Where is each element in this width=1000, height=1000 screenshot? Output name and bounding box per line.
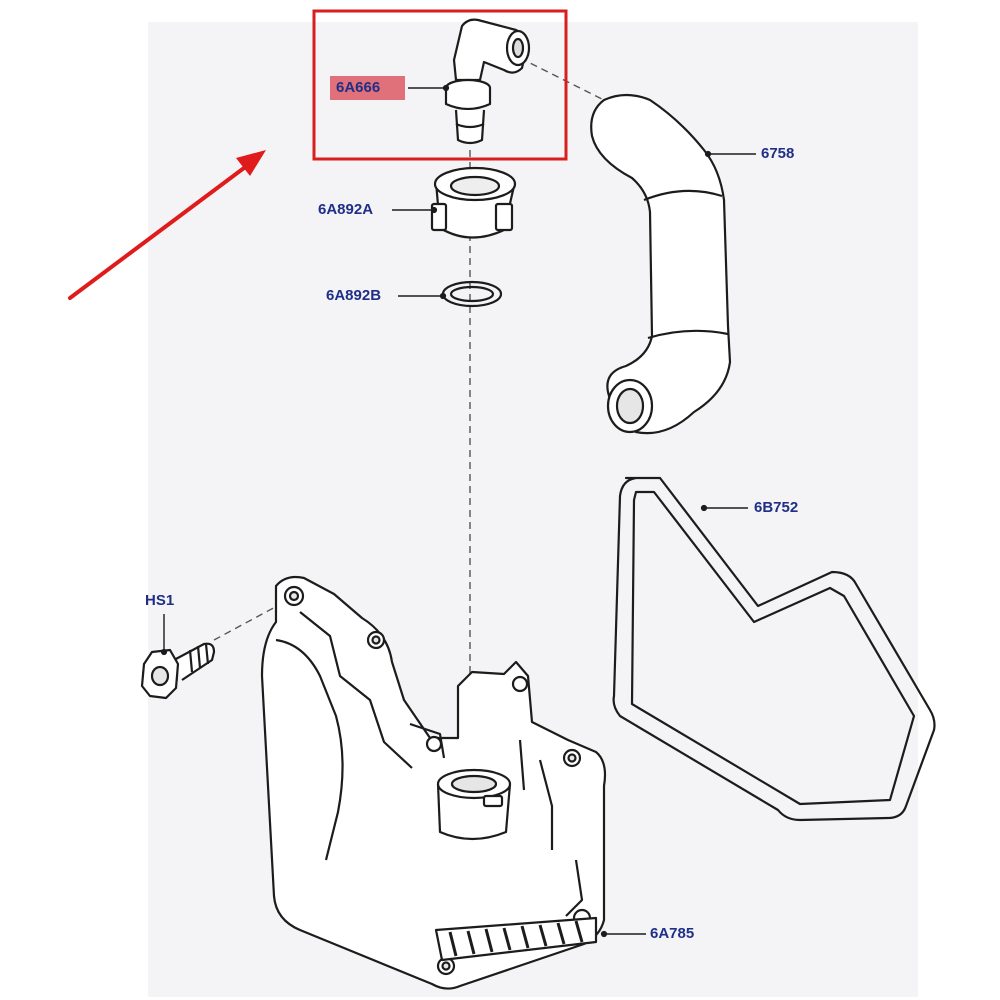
callout-6a785: 6A785	[650, 925, 695, 942]
callout-6a892b: 6A892B	[326, 287, 382, 304]
callout-6758: 6758	[761, 145, 795, 162]
gasket-part[interactable]	[612, 476, 936, 822]
bolt-part[interactable]	[140, 642, 216, 700]
pcv-valve-part[interactable]	[444, 18, 531, 145]
callout-6b752: 6B752	[754, 499, 799, 516]
callout-6a666: 6A666	[336, 79, 381, 96]
pointer-arrow	[68, 150, 266, 300]
separator-housing-part[interactable]	[260, 575, 607, 990]
label-highlight	[330, 76, 405, 100]
callout-6a892a: 6A892A	[318, 201, 374, 218]
clip-part[interactable]	[430, 166, 517, 239]
housing-ribs	[448, 920, 584, 957]
callout-hs1: HS1	[145, 592, 175, 609]
hose-part[interactable]	[590, 93, 732, 435]
leader-lines	[160, 84, 756, 938]
highlight-box	[312, 9, 568, 161]
